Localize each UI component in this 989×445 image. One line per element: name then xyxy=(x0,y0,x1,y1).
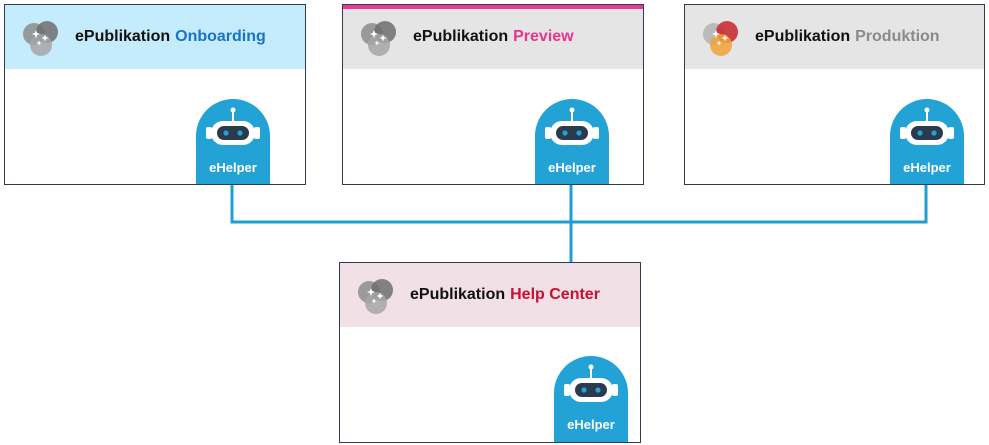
sparkle-icon xyxy=(712,30,720,38)
ehelper-bot[interactable]: eHelper xyxy=(535,99,609,184)
logo-circle xyxy=(710,34,732,56)
logo-circle xyxy=(368,34,390,56)
venn-circles-sparkle-icon xyxy=(703,21,738,56)
sparkle-icon xyxy=(367,288,375,296)
ehelper-bot[interactable]: eHelper xyxy=(196,99,270,184)
sparkle-icon xyxy=(370,30,378,38)
panel-accent-label: Help Center xyxy=(510,286,600,303)
connector-onboarding xyxy=(230,182,573,224)
sparkle-icon xyxy=(36,40,42,46)
bot-ear xyxy=(612,384,618,396)
connector-produktion xyxy=(569,182,928,224)
sparkle-icon xyxy=(32,30,40,38)
ehelper-bot[interactable]: eHelper xyxy=(890,99,964,184)
bot-eye xyxy=(237,130,243,136)
brand-name: ePublikation xyxy=(75,28,171,45)
bot-ear xyxy=(948,127,954,139)
robot-head-icon xyxy=(554,356,628,442)
bot-visor xyxy=(556,126,588,140)
ehelper-label: eHelper xyxy=(548,160,596,175)
brand-name: ePublikation xyxy=(755,28,851,45)
header-stripe xyxy=(343,5,643,9)
bot-ear xyxy=(206,127,212,139)
robot-head-icon xyxy=(890,99,964,184)
venn-circles-sparkle-icon xyxy=(361,21,396,56)
brand-name: ePublikation xyxy=(413,28,509,45)
panel-accent-label: Preview xyxy=(513,28,574,45)
sparkle-icon xyxy=(374,40,380,46)
bot-eye xyxy=(562,130,568,136)
bot-antenna-tip xyxy=(588,364,594,370)
bot-eye xyxy=(223,130,229,136)
bot-antenna-tip xyxy=(230,107,236,113)
bot-visor xyxy=(575,383,607,397)
robot-head-icon xyxy=(535,99,609,184)
bot-ear xyxy=(900,127,906,139)
bot-ear xyxy=(254,127,260,139)
sparkle-icon xyxy=(379,34,387,42)
bot-eye xyxy=(581,387,587,393)
ehelper-bot[interactable]: eHelper xyxy=(554,356,628,442)
venn-circles-sparkle-icon xyxy=(358,279,393,314)
venn-circles-sparkle-icon xyxy=(23,21,58,56)
bot-eye xyxy=(576,130,582,136)
ehelper-label: eHelper xyxy=(903,160,951,175)
bot-antenna-tip xyxy=(569,107,575,113)
sparkle-icon xyxy=(716,40,722,46)
bot-ear xyxy=(545,127,551,139)
panel-accent-label: Produktion xyxy=(855,28,940,45)
bot-ear xyxy=(593,127,599,139)
sparkle-icon xyxy=(41,34,49,42)
bot-eye xyxy=(595,387,601,393)
logo-circle xyxy=(365,292,387,314)
bot-visor xyxy=(911,126,943,140)
brand-name: ePublikation xyxy=(410,286,506,303)
bot-visor xyxy=(217,126,249,140)
ehelper-label: eHelper xyxy=(567,417,615,432)
ehelper-label: eHelper xyxy=(209,160,257,175)
sparkle-icon xyxy=(721,34,729,42)
sparkle-icon xyxy=(371,298,377,304)
bot-ear xyxy=(564,384,570,396)
panel-accent-label: Onboarding xyxy=(175,28,266,45)
bot-eye xyxy=(917,130,923,136)
robot-head-icon xyxy=(196,99,270,184)
bot-antenna-tip xyxy=(924,107,930,113)
logo-circle xyxy=(30,34,52,56)
sparkle-icon xyxy=(376,292,384,300)
bot-eye xyxy=(931,130,937,136)
